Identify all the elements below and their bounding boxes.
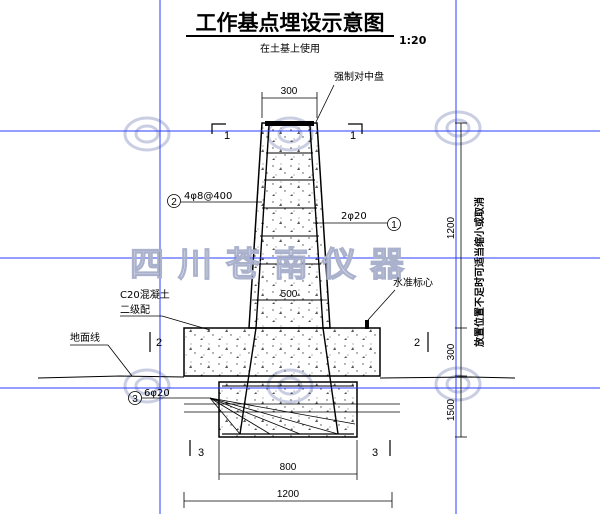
- dim-top-width-label: 300: [281, 86, 298, 97]
- footing-rebar-left: [239, 327, 257, 435]
- watermark-logo-icon: [123, 116, 171, 152]
- callout-circle-1: [387, 217, 401, 231]
- leader-concrete-2: [161, 315, 211, 331]
- label-rebar-hoop: 4φ8@400: [184, 191, 232, 202]
- leader-benchmark: [367, 289, 396, 321]
- label-rebar-main: 2φ20: [341, 211, 367, 222]
- dim-top-width: [261, 92, 318, 118]
- section-label-3-right: 3: [372, 447, 378, 459]
- callout-circle-2: [167, 194, 181, 208]
- centering-plate: [265, 121, 314, 126]
- dim-slab-height-label: 300: [446, 343, 457, 360]
- watermark-logo-icon: [434, 366, 482, 402]
- dim-footing-width: [183, 492, 393, 508]
- footing-rebar-right: [322, 327, 339, 435]
- section-label-1-left: 1: [224, 130, 230, 142]
- section-label-2-left: 2: [156, 337, 162, 349]
- dim-footing-height-label: 1500: [446, 398, 457, 421]
- callout-number-2: 2: [171, 197, 177, 208]
- slab-body: [183, 327, 381, 377]
- callout-number-3: 3: [132, 394, 138, 405]
- label-top-plate: 强制对中盘: [334, 70, 384, 83]
- dim-base-width: [218, 440, 358, 480]
- section-label-1-right: 1: [350, 130, 356, 142]
- pillar-rebar-left: [255, 125, 270, 329]
- label-benchmark: 水准标心: [393, 277, 433, 289]
- watermark-text: 四川苍南仪器: [130, 245, 418, 285]
- dim-footing-width-label: 1200: [277, 489, 300, 500]
- ground-line: [37, 375, 516, 379]
- benchmark-mark: [365, 320, 369, 329]
- drawing-subtitle: 在土基上使用: [260, 42, 320, 55]
- drawing-title: 工作基点埋设示意图: [196, 11, 385, 35]
- section-label-2-right: 2: [414, 337, 420, 349]
- label-rebar-base: 6φ20: [144, 388, 170, 399]
- callout-circle-3: [128, 391, 142, 405]
- label-concrete-line1: C20混凝土: [120, 288, 170, 301]
- pillar-rebar-right: [309, 125, 324, 329]
- note-vertical: 放置位置不足时可适当缩小或取消: [473, 197, 486, 348]
- section-label-3-left: 3: [198, 447, 204, 459]
- drawing-scale: 1:20: [399, 34, 427, 47]
- watermark-logo-icon: [123, 368, 171, 404]
- dim-pillar-height-label: 1200: [446, 216, 457, 239]
- dim-pillar-width-label: 500: [281, 289, 298, 300]
- section-mark-3: [189, 440, 391, 456]
- label-concrete-line2: 二级配: [120, 304, 150, 316]
- watermark-logo-icon: [434, 110, 482, 146]
- section-mark-1: [211, 123, 363, 134]
- callout-number-1: 1: [391, 220, 397, 231]
- dim-vertical-chain: [455, 122, 467, 438]
- leader-ground-2: [107, 344, 133, 377]
- leader-rebar-base-fan: [209, 397, 356, 435]
- label-ground: 地面线: [70, 331, 100, 344]
- dim-base-width-label: 800: [280, 462, 297, 473]
- section-mark-2: [149, 332, 429, 352]
- leader-top-plate: [315, 84, 335, 123]
